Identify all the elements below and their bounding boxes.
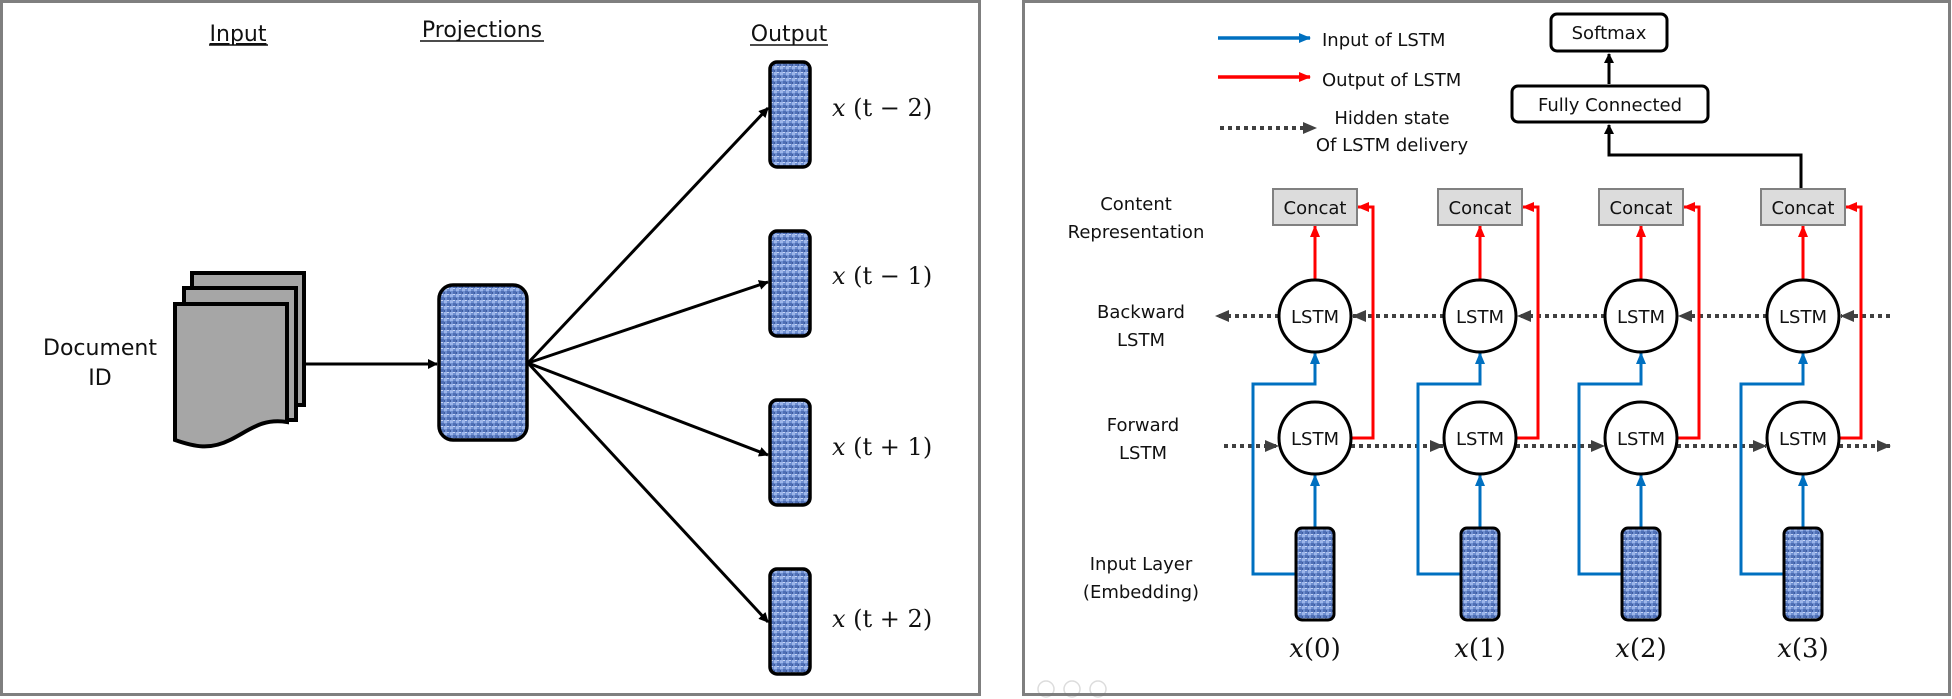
forward-lstm-node xyxy=(1765,400,1841,476)
input-token-label: x(2) xyxy=(1615,634,1667,664)
legend-input-label: Input of LSTM xyxy=(1322,30,1445,51)
projection-to-output-arrow xyxy=(526,106,770,365)
embedding-block xyxy=(1294,526,1336,622)
lstm-label: LSTM xyxy=(1456,429,1504,450)
row-label-backward-line1: Backward xyxy=(1097,302,1185,323)
lstm-label: LSTM xyxy=(1291,307,1339,328)
legend-output-label: Output of LSTM xyxy=(1322,70,1461,91)
row-label-backward-line2: LSTM xyxy=(1117,330,1165,351)
forward-output-arrow xyxy=(1839,202,1863,440)
viewer-controls xyxy=(1037,680,1107,698)
viewer-control-icon[interactable] xyxy=(1037,680,1055,698)
forward-output-arrow xyxy=(1516,202,1540,440)
softmax-box xyxy=(1549,12,1669,53)
left-panel: Input Projections Output Document ID x (… xyxy=(0,0,981,696)
row-label-forward-line1: Forward xyxy=(1107,415,1179,436)
forward-output-arrow xyxy=(1351,202,1375,440)
document-id-label-line2: ID xyxy=(88,366,111,391)
lstm-label: LSTM xyxy=(1456,307,1504,328)
projection-to-output-arrow xyxy=(526,361,770,624)
input-to-backward-arrow xyxy=(1416,352,1485,576)
projection-block xyxy=(437,283,529,442)
output-label-var: x xyxy=(832,262,853,290)
input-token-label: x(0) xyxy=(1289,634,1341,664)
forward-lstm-node xyxy=(1442,400,1518,476)
output-label-expr: (t − 2) xyxy=(853,94,932,122)
legend-hidden-label-line2: Of LSTM delivery xyxy=(1316,135,1469,156)
concat-box xyxy=(1272,188,1358,226)
softmax-label: Softmax xyxy=(1572,23,1647,44)
output-label-var: x xyxy=(832,94,853,122)
lstm-label: LSTM xyxy=(1617,429,1665,450)
concat-label: Concat xyxy=(1449,198,1512,219)
input-token-label: x(1) xyxy=(1454,634,1506,664)
output-block xyxy=(768,567,812,676)
output-blocks: x (t − 2)x (t − 1)x (t + 1)x (t + 2) xyxy=(526,60,932,676)
lstm-label: LSTM xyxy=(1779,429,1827,450)
concat-box xyxy=(1437,188,1523,226)
output-label-var: x xyxy=(832,433,853,461)
backward-lstm-node xyxy=(1765,278,1841,354)
document-id-label-line1: Document xyxy=(43,336,157,361)
concat-label: Concat xyxy=(1284,198,1347,219)
viewer-control-icon[interactable] xyxy=(1089,680,1107,698)
backward-lstm-node xyxy=(1277,278,1353,354)
embedding-block xyxy=(1620,526,1662,622)
output-label: x (t + 2) xyxy=(832,605,932,633)
fully-connected-label: Fully Connected xyxy=(1538,95,1682,116)
output-block xyxy=(768,60,812,169)
row-label-input-line1: Input Layer xyxy=(1090,554,1193,575)
lstm-label: LSTM xyxy=(1617,307,1665,328)
output-block xyxy=(768,398,812,507)
input-token-label: x(3) xyxy=(1777,634,1829,664)
output-label-var: x xyxy=(832,605,853,633)
header-input: Input xyxy=(210,22,267,47)
legend-hidden-label-line1: Hidden state xyxy=(1334,108,1449,129)
input-to-backward-arrow xyxy=(1739,352,1808,576)
forward-lstm-node xyxy=(1603,400,1679,476)
backward-lstm-node xyxy=(1603,278,1679,354)
header-output: Output xyxy=(751,22,828,47)
projection-to-output-arrow xyxy=(527,361,769,457)
output-label-expr: (t + 2) xyxy=(853,605,932,633)
output-label: x (t + 1) xyxy=(832,433,932,461)
input-to-backward-arrow xyxy=(1577,352,1646,576)
embedding-block xyxy=(1782,526,1824,622)
concat-label: Concat xyxy=(1610,198,1673,219)
projection-to-output-arrow xyxy=(527,280,769,365)
concat-box xyxy=(1760,188,1846,226)
output-label-expr: (t + 1) xyxy=(853,433,932,461)
output-label: x (t − 1) xyxy=(832,262,932,290)
header-projections: Projections xyxy=(422,18,542,43)
row-label-content-line1: Content xyxy=(1100,194,1172,215)
embedding-block xyxy=(1459,526,1501,622)
input-to-backward-arrow xyxy=(1251,352,1320,576)
document-stack-icon xyxy=(173,271,306,449)
output-label-expr: (t − 1) xyxy=(853,262,932,290)
output-label: x (t − 2) xyxy=(832,94,932,122)
legend: Input of LSTM Output of LSTM Hidden stat… xyxy=(1218,30,1468,156)
concat-box xyxy=(1598,188,1684,226)
concat-to-fc-arrow xyxy=(1604,124,1803,189)
fully-connected-box xyxy=(1510,84,1710,124)
bilstm-columns: ConcatLSTMLSTMx(0)ConcatLSTMLSTMx(1)Conc… xyxy=(1215,188,1891,664)
forward-output-arrow xyxy=(1677,202,1701,440)
row-label-forward-line2: LSTM xyxy=(1119,443,1167,464)
backward-lstm-node xyxy=(1442,278,1518,354)
forward-lstm-node xyxy=(1277,400,1353,476)
row-label-input-line2: (Embedding) xyxy=(1083,582,1199,603)
row-label-content-line2: Representation xyxy=(1068,222,1205,243)
output-block xyxy=(768,229,812,338)
viewer-control-icon[interactable] xyxy=(1063,680,1081,698)
concat-label: Concat xyxy=(1772,198,1835,219)
lstm-label: LSTM xyxy=(1291,429,1339,450)
lstm-label: LSTM xyxy=(1779,307,1827,328)
right-panel: Input of LSTM Output of LSTM Hidden stat… xyxy=(1022,0,1951,698)
